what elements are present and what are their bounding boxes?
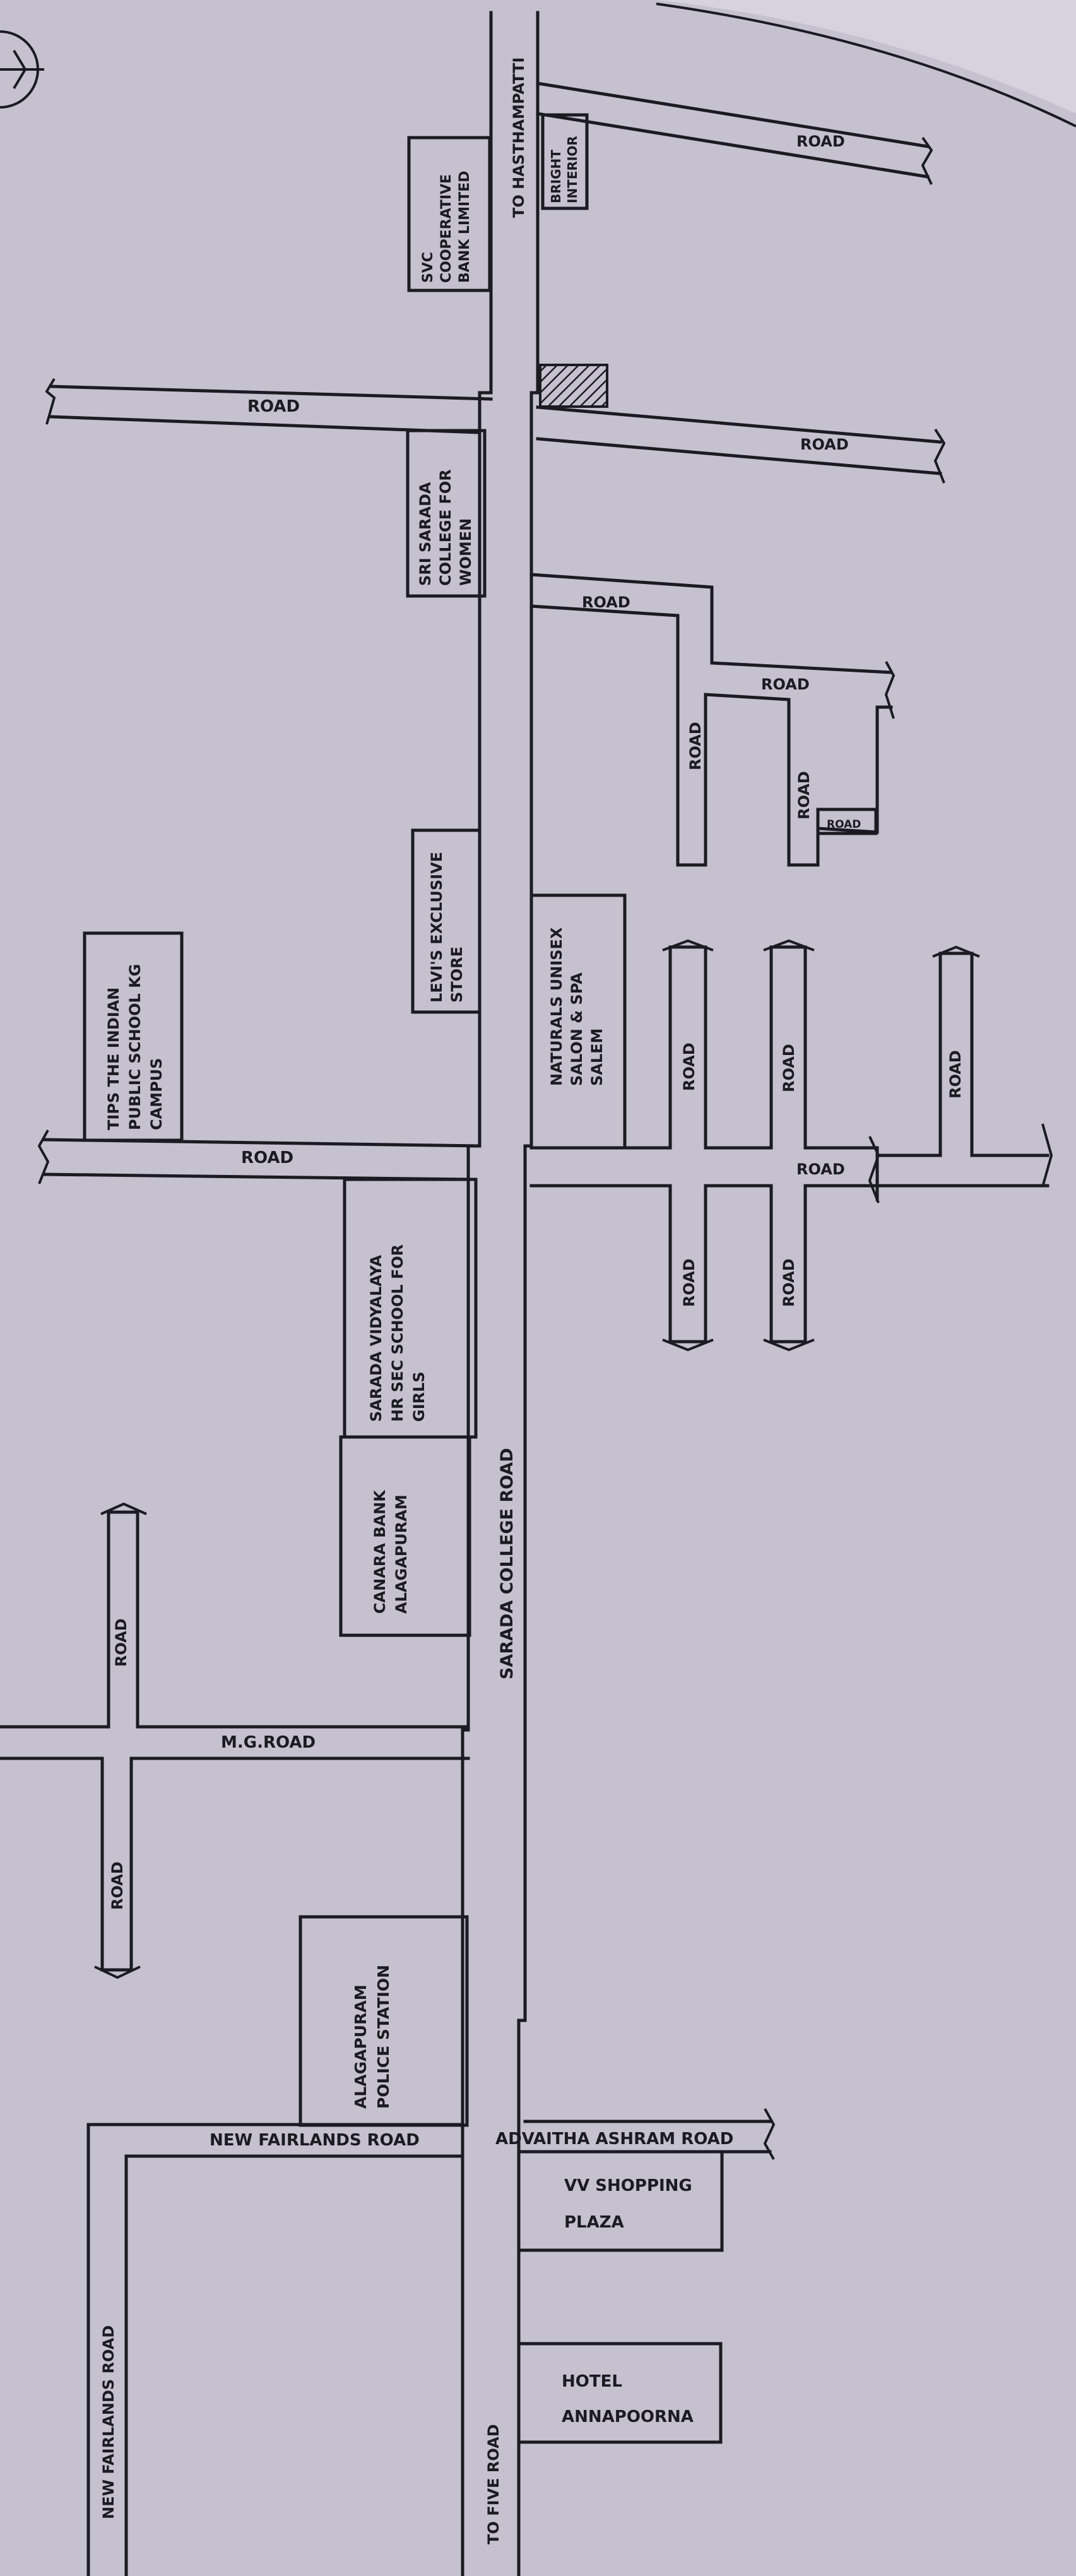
road-label: ROAD xyxy=(796,133,845,150)
road-label: ROAD xyxy=(780,1258,798,1307)
paper-fold-shade xyxy=(656,0,1076,114)
new-fairlands-road-vertical-label: NEW FAIRLANDS ROAD xyxy=(100,2325,117,2519)
road-second-right xyxy=(536,405,946,484)
road-label: ROAD xyxy=(582,593,630,611)
svc-bank-label: SVC COOPERATIVE BANK LIMITED xyxy=(420,171,473,283)
road-middle-grid xyxy=(529,939,1053,1352)
road-label: ROAD xyxy=(247,397,300,416)
svg-text:SARADA VIDYALAYA: SARADA VIDYALAYA xyxy=(367,1255,385,1422)
mg-road-area xyxy=(0,1502,470,1979)
sarada-vidyalaya-label: SARADA VIDYALAYA HR SEC SCHOOL FOR GIRLS xyxy=(367,1244,428,1422)
tips-school-label: TIPS THE INDIAN PUBLIC SCHOOL KG CAMPUS xyxy=(105,964,165,1130)
road-label: ROAD xyxy=(109,1861,126,1910)
tips-school-box xyxy=(83,931,184,1142)
svg-text:GIRLS: GIRLS xyxy=(410,1371,428,1422)
road-label: ROAD xyxy=(780,1044,798,1092)
compass-icon xyxy=(0,30,44,109)
main-road-label: SARADA COLLEGE ROAD xyxy=(497,1448,517,1679)
road-label: ROAD xyxy=(947,1050,964,1099)
road-label: ROAD xyxy=(680,1042,698,1091)
naturals-salon-box xyxy=(529,893,627,1150)
road-label: ROAD xyxy=(800,436,849,453)
svg-text:HOTEL: HOTEL xyxy=(562,2372,622,2391)
police-station-label: ALAGAPURAM POLICE STATION xyxy=(352,1965,393,2109)
svg-text:CAMPUS: CAMPUS xyxy=(148,1058,165,1130)
svg-text:ALAGAPURAM: ALAGAPURAM xyxy=(393,1494,410,1614)
road-label: ROAD xyxy=(687,722,704,770)
svg-text:SRI SARADA: SRI SARADA xyxy=(417,482,434,586)
road-label: ROAD xyxy=(827,818,861,831)
road-label: ROAD xyxy=(761,676,810,693)
svg-text:SALEM: SALEM xyxy=(588,1029,606,1086)
svg-text:ANNAPOORNA: ANNAPOORNA xyxy=(562,2407,694,2426)
svg-text:TIPS THE INDIAN: TIPS THE INDIAN xyxy=(105,987,122,1130)
road-north-cluster xyxy=(529,573,896,867)
svg-text:SVC: SVC xyxy=(420,252,436,283)
new-fairlands-road-label: NEW FAIRLANDS ROAD xyxy=(210,2131,420,2150)
mg-road-label: M.G.ROAD xyxy=(221,1733,316,1752)
road-label: ROAD xyxy=(796,1160,845,1178)
bright-interior-label: BRIGHT INTERIOR xyxy=(548,136,580,203)
vv-shopping-plaza-label: VV SHOPPING PLAZA xyxy=(564,2176,692,2232)
hatched-marker-icon xyxy=(539,364,608,408)
svg-text:WOMEN: WOMEN xyxy=(457,518,475,586)
sri-sarada-college-label: SRI SARADA COLLEGE FOR WOMEN xyxy=(417,469,475,586)
levis-store-box xyxy=(411,828,482,1014)
svg-text:POLICE STATION: POLICE STATION xyxy=(374,1965,393,2109)
canara-bank-box xyxy=(339,1435,471,1637)
svg-text:BRIGHT: BRIGHT xyxy=(548,150,564,203)
canara-bank-label: CANARA BANK ALAGAPURAM xyxy=(371,1489,410,1614)
svg-text:ALAGAPURAM: ALAGAPURAM xyxy=(352,1984,370,2109)
road-label: ROAD xyxy=(112,1618,130,1667)
svg-text:COLLEGE FOR: COLLEGE FOR xyxy=(437,469,454,586)
direction-south-label: TO FIVE ROAD xyxy=(485,2424,502,2544)
sri-sarada-college-box xyxy=(406,429,487,598)
road-label: ROAD xyxy=(241,1148,293,1167)
svg-text:HR SEC SCHOOL FOR: HR SEC SCHOOL FOR xyxy=(389,1244,406,1422)
road-label: ROAD xyxy=(680,1258,698,1307)
advaitha-ashram-road-label: ADVAITHA ASHRAM ROAD xyxy=(495,2130,733,2149)
svg-text:SALON & SPA: SALON & SPA xyxy=(568,972,586,1086)
svg-text:LEVI'S EXCLUSIVE: LEVI'S EXCLUSIVE xyxy=(428,852,446,1003)
svc-bank-box xyxy=(407,136,492,292)
police-station-box xyxy=(299,1915,469,2127)
svg-text:STORE: STORE xyxy=(448,946,466,1003)
svg-text:COOPERATIVE: COOPERATIVE xyxy=(439,174,454,283)
svg-text:INTERIOR: INTERIOR xyxy=(565,136,580,203)
road-label: ROAD xyxy=(795,771,813,820)
svg-text:CANARA BANK: CANARA BANK xyxy=(371,1489,389,1614)
bright-interior-box xyxy=(541,113,589,210)
direction-north-label: TO HASTHAMPATTI xyxy=(510,57,528,218)
svg-text:NATURALS UNISEX: NATURALS UNISEX xyxy=(548,927,565,1086)
small-road-box xyxy=(816,808,878,835)
svg-text:BANK LIMITED: BANK LIMITED xyxy=(457,171,473,283)
hotel-annapoorna-label: HOTEL ANNAPOORNA xyxy=(562,2372,694,2426)
svg-text:PLAZA: PLAZA xyxy=(564,2213,624,2232)
paper-fold-line xyxy=(656,3,1076,128)
svg-text:VV SHOPPING: VV SHOPPING xyxy=(564,2176,692,2195)
vv-shopping-plaza-box xyxy=(517,2150,724,2252)
hotel-annapoorna-box xyxy=(517,2342,723,2444)
naturals-salon-label: NATURALS UNISEX SALON & SPA SALEM xyxy=(548,927,606,1086)
road-top-right xyxy=(536,81,933,185)
svg-text:PUBLIC SCHOOL KG: PUBLIC SCHOOL KG xyxy=(126,964,144,1130)
levis-store-label: LEVI'S EXCLUSIVE STORE xyxy=(428,852,466,1003)
